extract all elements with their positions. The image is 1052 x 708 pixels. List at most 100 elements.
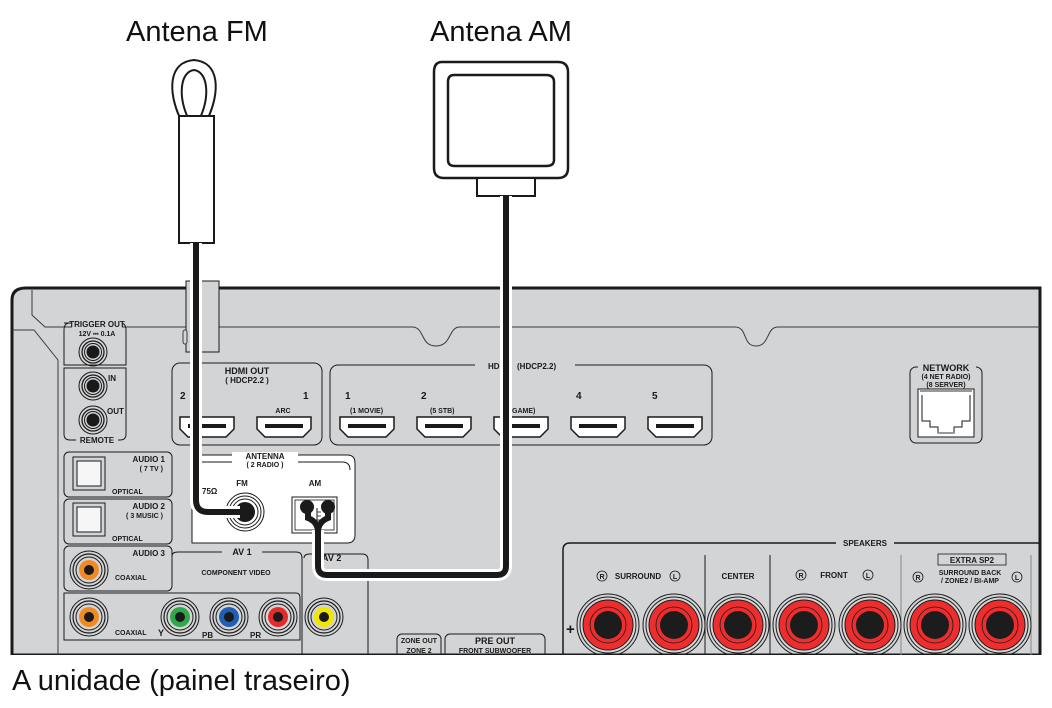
av2-video-jack[interactable]: [304, 597, 344, 637]
extra-sp2-label: EXTRA SP2: [950, 556, 995, 565]
antenna-75ohm: 75Ω: [202, 487, 218, 496]
av1-label: AV 1: [232, 547, 251, 557]
component-video-label: COMPONENT VIDEO: [201, 570, 271, 577]
front-r-mark: R: [798, 573, 803, 580]
front-label: FRONT: [820, 571, 848, 580]
am-cable: [315, 196, 509, 578]
hdmi-in-5-num: 5: [652, 391, 658, 402]
audio1-group: AUDIO 1 ( 7 TV ) OPTICAL: [63, 451, 173, 498]
component-pr-jack[interactable]: [258, 597, 298, 637]
zone-out-sub: ZONE 2: [406, 648, 431, 655]
component-y-label: Y: [158, 628, 164, 638]
remote-out-label: OUT: [107, 407, 124, 416]
audio2-label: AUDIO 2: [133, 502, 166, 511]
antenna-group: ANTENNA ( 2 RADIO ) 75Ω FM AM: [191, 452, 356, 544]
zone-out-group: ZONE OUT ZONE 2: [396, 633, 442, 655]
pre-out-label: PRE OUT: [475, 636, 516, 646]
network-group: NETWORK (4 NET RADIO) (8 SERVER): [909, 362, 983, 444]
audio3-group: AUDIO 3 COAXIAL: [63, 545, 173, 592]
remote-label: REMOTE: [80, 436, 115, 445]
hdmi-in-3-label: GAME): [512, 408, 535, 415]
hdmi-out-1-port[interactable]: [256, 416, 312, 438]
front-l-mark: L: [866, 573, 871, 580]
audio2-sub: ( 3 MUSIC ): [126, 513, 163, 520]
hdmi-in-2-label: (5 STB): [430, 408, 455, 415]
hdmi-in-port-3[interactable]: GAME): [493, 408, 549, 438]
audio1-label: AUDIO 1: [133, 455, 166, 464]
audio3-label: AUDIO 3: [133, 549, 166, 558]
av1-coaxial-jack[interactable]: [69, 597, 109, 637]
surround-label: SURROUND: [615, 572, 661, 581]
audio3-coaxial-jack[interactable]: [69, 550, 109, 590]
sb-r-mark: R: [915, 575, 920, 582]
network-sub1: (4 NET RADIO): [922, 374, 971, 381]
fm-antenna: [171, 58, 240, 518]
pre-out-group: PRE OUT FRONT SUBWOOFER: [444, 633, 546, 655]
trigger-out-label: TRIGGER OUT: [69, 320, 125, 329]
component-pb-jack[interactable]: [209, 597, 249, 637]
hdmi-in-2-num: 2: [421, 391, 427, 402]
antenna-label: ANTENNA: [245, 452, 284, 461]
surround-back-label: SURROUND BACK: [939, 570, 1002, 577]
hdmi-in-port-2[interactable]: 2 (5 STB): [416, 391, 472, 438]
network-sub2: (8 SERVER): [926, 382, 965, 389]
hdmi-out-group: HDMI OUT ( HDCP2.2 ) 2 1 ARC: [171, 362, 323, 446]
hdmi-in-port-4[interactable]: 4: [570, 391, 626, 438]
component-pb-label: PB: [202, 631, 213, 640]
hdmi-out-2-port[interactable]: [179, 416, 235, 438]
speakers-group: SPEAKERS + R SURROUND L CENTER R FRONT L…: [562, 537, 1040, 655]
hdmi-in-title-left: HD: [488, 362, 500, 371]
am-label: AM: [309, 479, 322, 488]
hdmi-in-1-label: (1 MOVIE): [350, 408, 383, 415]
hdmi-in-title-right: (HDCP2.2): [517, 362, 556, 371]
hdmi-in-4-num: 4: [576, 391, 582, 402]
audio2-type: OPTICAL: [112, 536, 143, 543]
hdmi-out-2-num: 2: [180, 391, 186, 402]
hdmi-in-group: HD (HDCP2.2) 1 (1 MOVIE) 2 (5 STB) GAME)…: [329, 360, 713, 446]
hdmi-in-1-num: 1: [345, 391, 351, 402]
hdmi-out-arc-label: ARC: [275, 408, 290, 415]
unit-caption: A unidade (painel traseiro): [12, 665, 351, 697]
fm-cable: [193, 243, 240, 515]
sb-l-mark: L: [1015, 575, 1020, 582]
hdmi-out-1-num: 1: [303, 391, 309, 402]
network-label: NETWORK: [923, 363, 970, 373]
av2-label: AV 2: [322, 553, 341, 563]
av1-group: AV 1 COMPONENT VIDEO COAXIAL Y PB PR: [63, 546, 303, 655]
trigger-out-spec: 12V ⎓ 0.1A: [79, 331, 116, 338]
speakers-label: SPEAKERS: [843, 539, 888, 548]
panel-body: [10, 286, 1042, 655]
fm-label: FM: [236, 479, 248, 488]
center-label: CENTER: [722, 572, 755, 581]
positive-terminal-sign: +: [566, 621, 575, 638]
antenna-sub: ( 2 RADIO ): [247, 462, 284, 469]
surround-r-mark: R: [599, 574, 604, 581]
component-y-jack[interactable]: [160, 597, 200, 637]
network-ethernet-port[interactable]: [917, 388, 975, 438]
am-antenna: [300, 60, 570, 581]
audio3-type: COAXIAL: [115, 575, 147, 582]
remote-in-label: IN: [108, 374, 116, 383]
av1-coaxial-label: COAXIAL: [115, 630, 147, 637]
hdmi-out-label: HDMI OUT: [225, 366, 270, 376]
audio2-optical-port[interactable]: [72, 502, 106, 537]
av2-group: AV 2: [303, 553, 369, 655]
audio2-group: AUDIO 2 ( 3 MUSIC ) OPTICAL: [63, 498, 173, 545]
zone2-biamp-label: / ZONE2 / BI-AMP: [941, 578, 999, 585]
audio1-sub: ( 7 TV ): [140, 466, 163, 473]
remote-group: REMOTE IN OUT: [63, 367, 127, 445]
hdmi-out-sub: ( HDCP2.2 ): [225, 376, 269, 385]
hdmi-in-port-1[interactable]: 1 (1 MOVIE): [339, 391, 395, 438]
pre-out-sub: FRONT SUBWOOFER: [459, 648, 531, 655]
audio1-optical-port[interactable]: [72, 456, 106, 491]
hdmi-in-port-5[interactable]: 5: [647, 391, 703, 438]
trigger-out-group: TRIGGER OUT 12V ⎓ 0.1A: [63, 318, 127, 367]
panel-contour: [31, 290, 1040, 347]
fm-antenna-label: Antena FM: [126, 16, 268, 48]
surround-l-mark: L: [673, 574, 678, 581]
am-antenna-label: Antena AM: [430, 16, 572, 48]
rear-panel-diagram: TRIGGER OUT 12V ⎓ 0.1A REMOTE IN OUT HDM…: [10, 58, 1042, 655]
component-pr-label: PR: [250, 631, 261, 640]
audio1-type: OPTICAL: [112, 489, 143, 496]
zone-out-label: ZONE OUT: [401, 638, 438, 645]
